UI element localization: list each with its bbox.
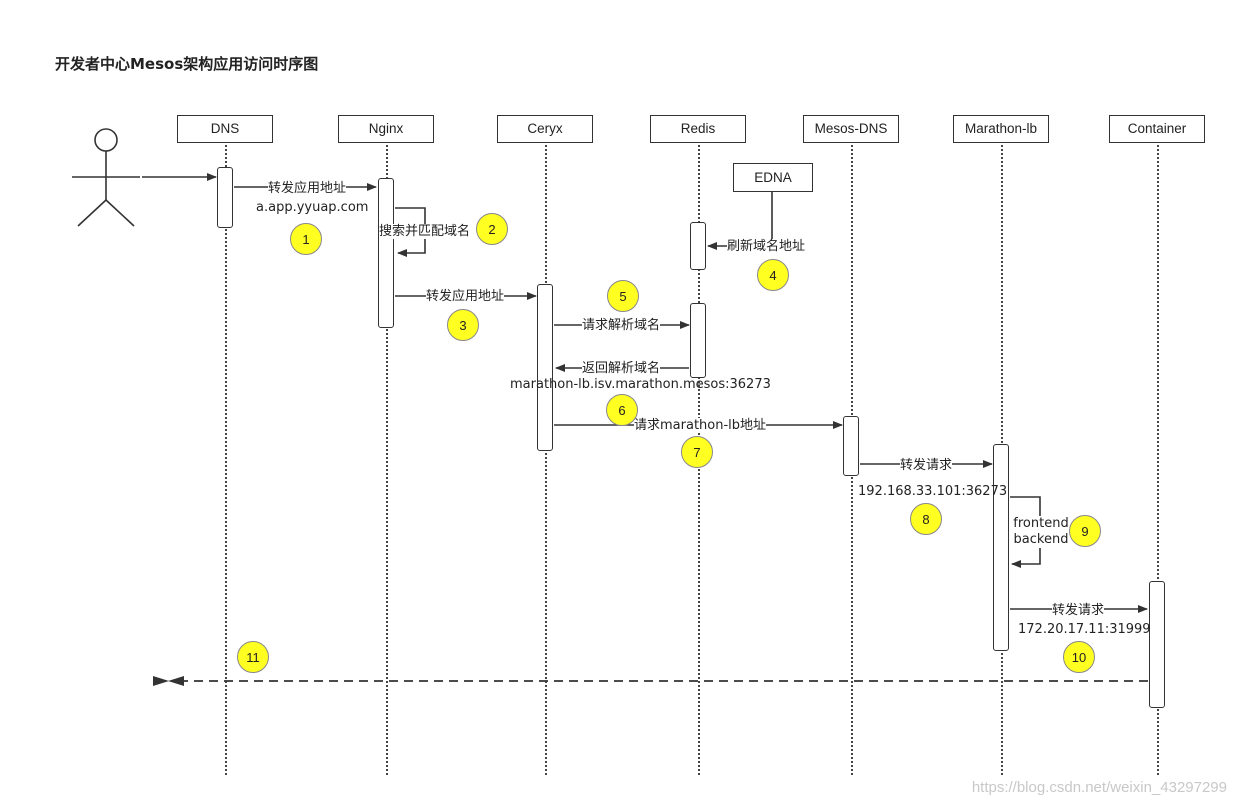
user-actor-icon <box>72 128 140 227</box>
step-10-badge: 10 <box>1063 641 1095 673</box>
step-9-badge: 9 <box>1069 515 1101 547</box>
msg-6-address: marathon-lb.isv.marathon.mesos:36273 <box>510 377 771 392</box>
step-6-badge: 6 <box>606 394 638 426</box>
participant-mesos-dns: Mesos-DNS <box>803 115 899 143</box>
msg-10-label: 转发请求 <box>1052 603 1105 618</box>
lifeline-nginx <box>386 145 388 775</box>
activation-dns <box>217 167 233 228</box>
msg-1-label: 转发应用地址 <box>268 181 347 196</box>
msg-7-label: 请求marathon-lb地址 <box>634 418 767 433</box>
edna-box: EDNA <box>733 163 813 192</box>
participant-dns: DNS <box>177 115 273 143</box>
lifeline-dns <box>225 145 227 775</box>
participant-marathon-lb: Marathon-lb <box>953 115 1049 143</box>
msg-5-label: 请求解析域名 <box>582 318 661 333</box>
msg-9-frontend: frontend <box>1013 516 1069 531</box>
participant-redis: Redis <box>650 115 746 143</box>
activation-mesos-dns <box>843 416 859 476</box>
activation-marathon-lb <box>993 444 1009 651</box>
participant-ceryx: Ceryx <box>497 115 593 143</box>
lifeline-ceryx <box>545 145 547 775</box>
step-1-badge: 1 <box>290 223 322 255</box>
step-11-badge: 11 <box>237 641 269 673</box>
activation-redis-1 <box>690 222 706 270</box>
msg-2-label: 搜索并匹配域名 <box>379 224 471 239</box>
participant-container: Container <box>1109 115 1205 143</box>
msg-10-address: 172.20.17.11:31999 <box>1018 622 1151 637</box>
lifeline-container <box>1157 145 1159 775</box>
msg-1-url: a.app.yyuap.com <box>256 200 369 215</box>
step-7-badge: 7 <box>681 436 713 468</box>
activation-ceryx <box>537 284 553 451</box>
activation-nginx <box>378 178 394 328</box>
msg-8-label: 转发请求 <box>900 458 953 473</box>
msg-9-backend: backend <box>1013 532 1069 547</box>
step-3-badge: 3 <box>447 309 479 341</box>
msg-9-label: frontend backend <box>1012 516 1070 548</box>
msg-3-label: 转发应用地址 <box>426 289 505 304</box>
diagram-title: 开发者中心Mesos架构应用访问时序图 <box>55 55 319 73</box>
step-4-badge: 4 <box>757 259 789 291</box>
activation-container <box>1149 581 1165 708</box>
participant-nginx: Nginx <box>338 115 434 143</box>
msg-6-label: 返回解析域名 <box>582 361 661 376</box>
step-8-badge: 8 <box>910 503 942 535</box>
msg-8-address: 192.168.33.101:36273 <box>858 484 1008 499</box>
watermark: https://blog.csdn.net/weixin_43297299 <box>971 779 1227 796</box>
activation-redis-2 <box>690 303 706 378</box>
step-5-badge: 5 <box>607 280 639 312</box>
msg-4-label: 刷新域名地址 <box>727 239 806 254</box>
step-2-badge: 2 <box>476 213 508 245</box>
